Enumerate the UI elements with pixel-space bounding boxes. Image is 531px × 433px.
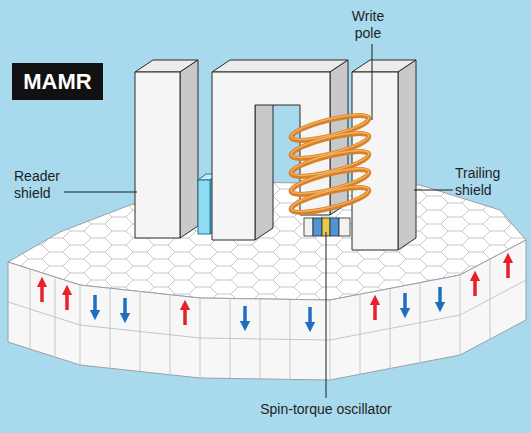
write-coil: [289, 111, 370, 218]
grain-boundary: [55, 277, 56, 357]
coil-shine: [289, 146, 370, 181]
leader-line: [326, 232, 327, 398]
magnetization-arrows: [42, 258, 508, 327]
sensor-front: [198, 180, 210, 234]
down-arrow: [308, 307, 312, 327]
coil-shine: [289, 182, 370, 217]
up-arrow: [40, 282, 44, 302]
grain-boundary: [460, 275, 461, 355]
grain-boundaries: [30, 259, 490, 380]
leader-lines: [64, 44, 453, 398]
shield-front: [135, 72, 180, 238]
grain-boundary: [110, 288, 111, 368]
grain-boundary: [80, 285, 81, 365]
down-arrow: [438, 287, 442, 307]
up-arrow: [506, 258, 510, 278]
grain-boundary: [170, 295, 171, 375]
coil-turn: [289, 183, 370, 218]
pole-top: [212, 60, 348, 72]
down-arrow: [123, 298, 127, 318]
grain-boundary: [360, 294, 361, 374]
grain-boundary: [330, 300, 331, 380]
reader-shield: [135, 60, 198, 238]
grain-boundary: [260, 299, 261, 379]
trailing-shield: [352, 60, 416, 250]
leader-line: [414, 190, 453, 191]
up-arrow: [373, 300, 377, 320]
grain-boundary: [420, 283, 421, 363]
coil-highlight: [289, 110, 370, 217]
down-arrow: [403, 293, 407, 313]
grain-boundary: [230, 298, 231, 378]
grain-boundary: [490, 259, 491, 339]
up-arrow: [183, 305, 187, 325]
shield-side: [398, 60, 416, 250]
grain-boundary: [30, 269, 31, 349]
grain-boundary: [290, 300, 291, 380]
leader-line: [372, 44, 373, 120]
sto-layer: [339, 218, 350, 236]
spin-torque-oscillator: [304, 218, 350, 236]
sto-layer: [330, 218, 339, 236]
pole-inner-side: [255, 93, 273, 240]
title-badge: MAMR: [12, 63, 103, 100]
shield-side: [180, 60, 198, 238]
grain-boundary: [200, 298, 201, 378]
leader-line: [64, 192, 137, 193]
write-pole: [212, 60, 348, 240]
part-label: Spin-torque oscillator: [210, 401, 442, 418]
down-arrow: [93, 295, 97, 315]
grain-boundary: [140, 291, 141, 371]
badge-text: MAMR: [23, 70, 91, 94]
media-front-face: [8, 240, 526, 380]
grain-boundary: [8, 280, 526, 340]
part-label: Trailing shield: [455, 165, 527, 199]
part-label: Reader shield: [14, 168, 80, 202]
part-label: Write pole: [342, 8, 394, 42]
sto-layer: [304, 218, 313, 236]
up-arrow: [65, 290, 69, 310]
grain-boundary: [390, 289, 391, 369]
sto-layer: [313, 218, 322, 236]
coil-shine: [289, 164, 370, 199]
down-arrow: [243, 306, 247, 326]
coil-shine: [289, 110, 370, 145]
coil-shine: [289, 128, 370, 163]
up-arrow: [473, 276, 477, 296]
